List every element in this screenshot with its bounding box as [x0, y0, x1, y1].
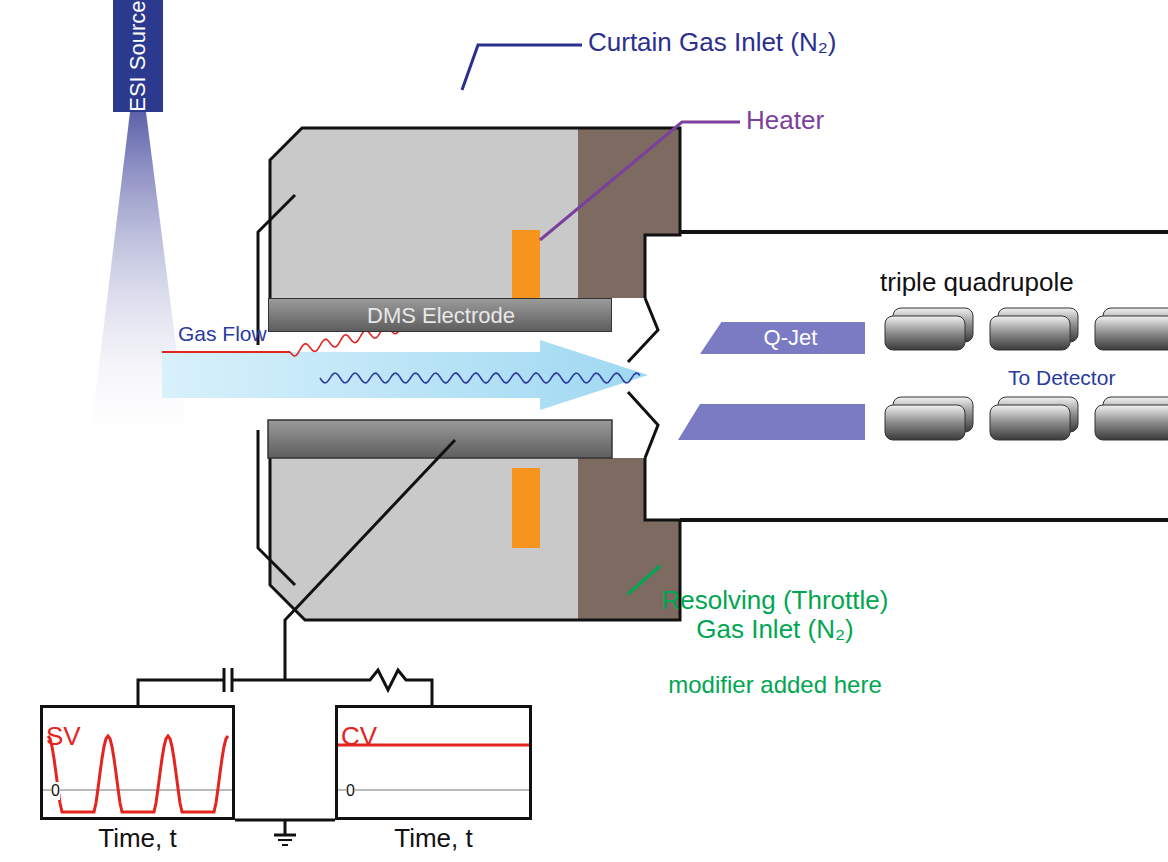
ground-symbol [282, 844, 288, 846]
leader-line [462, 45, 582, 90]
quadrupole-rod [885, 316, 965, 350]
ground-symbol [278, 839, 292, 841]
zero-axis [42, 790, 233, 791]
node-text: Q-Jet [764, 326, 818, 350]
dms-electrode: DMS Electrode [268, 298, 612, 332]
quadrupole-rod [1095, 316, 1168, 350]
node-text: Time, t [394, 824, 472, 853]
leader-line [628, 566, 660, 594]
capacitor [223, 668, 226, 692]
vacuum-wall [680, 518, 1168, 522]
q-jet: Q-Jet [700, 322, 865, 354]
cv-plot: CV0Time, t [335, 705, 532, 820]
node-text: CV [341, 722, 377, 751]
q-jet-rod [678, 404, 865, 440]
resistor [232, 670, 432, 705]
note: modifier added here [640, 672, 910, 698]
node-text: Time, t [98, 824, 176, 853]
quadrupole-rod [990, 316, 1070, 350]
vacuum-wall [680, 230, 1168, 234]
node-text: SV [46, 722, 81, 751]
esi-source: ESI Source [113, 0, 163, 112]
node-text: 0 [346, 782, 355, 800]
sv-plot: SV0Time, t [40, 705, 235, 820]
node-text: 0 [51, 782, 60, 800]
wire [285, 440, 455, 680]
leader-line [540, 122, 740, 240]
direction-label: To Detector [1008, 366, 1115, 389]
curtain-housing [270, 128, 578, 298]
part-label: Heater [746, 106, 824, 135]
orifice-plate [628, 298, 658, 362]
ion-trajectory [162, 351, 290, 353]
ground-symbol [274, 834, 296, 837]
heater [512, 230, 540, 298]
quadrupole-rod [1095, 405, 1168, 440]
part-label: Resolving (Throttle) Gas Inlet (N₂) [640, 586, 910, 643]
node-text: DMS Electrode [367, 304, 515, 328]
flow-label: Gas Flow [178, 322, 267, 345]
quadrupole-rod [990, 405, 1070, 440]
orifice-plate [628, 392, 658, 458]
node-text: ESI Source [126, 0, 150, 111]
throttle-block [578, 128, 680, 298]
heater [512, 468, 540, 548]
ground-symbol [284, 820, 287, 835]
dms-electrode [268, 420, 612, 458]
spray-plume [88, 112, 190, 455]
ion-trajectory [320, 373, 640, 383]
part-label: triple quadrupole [880, 268, 1074, 297]
part-label: Curtain Gas Inlet (N₂) [588, 28, 837, 57]
quadrupole-rod [885, 405, 965, 440]
curtain-housing [270, 458, 578, 620]
housing-outline [270, 128, 680, 298]
gas-flow-arrow [162, 340, 648, 410]
housing-outline [270, 458, 680, 620]
wire [138, 680, 224, 705]
zero-axis [337, 790, 530, 791]
